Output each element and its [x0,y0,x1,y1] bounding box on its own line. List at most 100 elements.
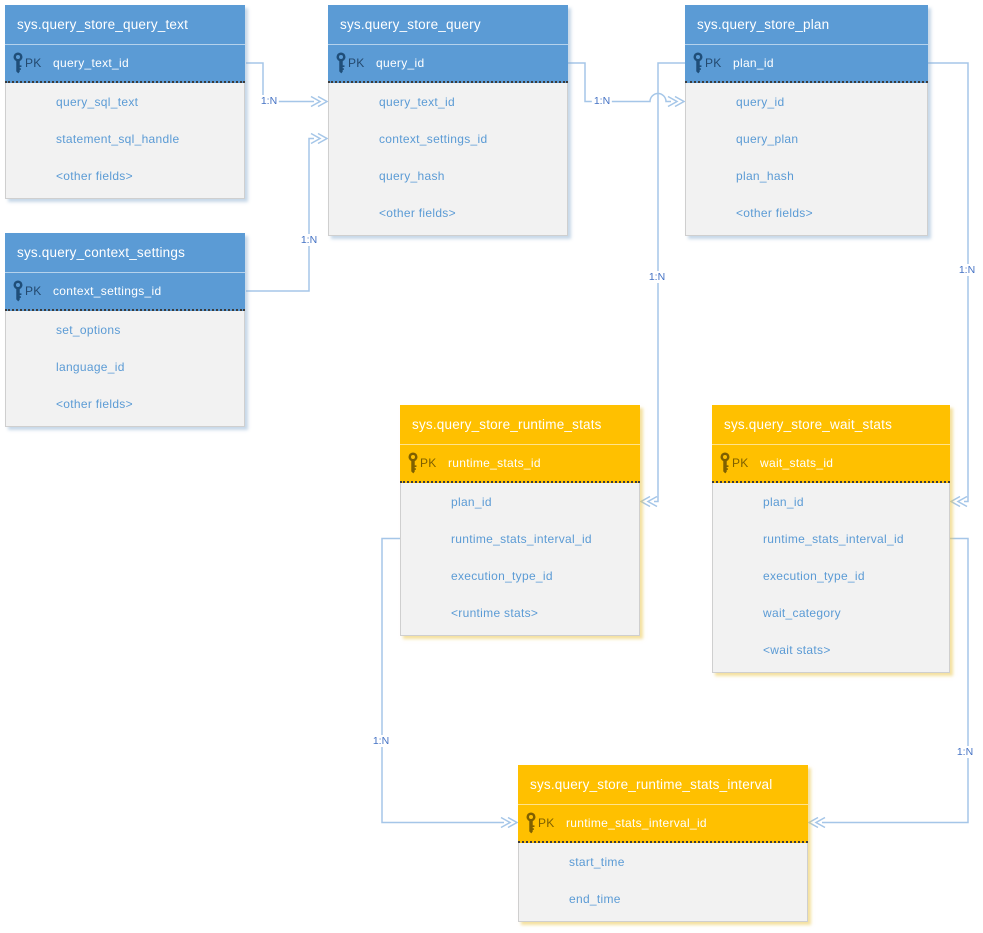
pk-row[interactable]: PK runtime_stats_interval_id [518,804,808,843]
primary-key-icon [12,279,25,303]
field-name: query_text_id [379,94,455,109]
connector-contextsettings-to-query [246,132,329,292]
multiplicity-label: 1:N [298,234,320,246]
field-list: start_time end_time [518,843,808,922]
field-list: query_id query_plan plan_hash <other fie… [685,83,928,236]
pk-row[interactable]: PK wait_stats_id [712,444,950,483]
table-header: sys.query_store_plan [685,5,928,44]
field-row[interactable]: query_plan [686,120,927,157]
field-row[interactable]: <other fields> [686,194,927,231]
field-name: <other fields> [379,205,456,220]
field-row[interactable]: set_options [6,311,244,348]
field-name: <other fields> [56,168,133,183]
field-name: wait_category [763,605,841,620]
pk-field-name: query_id [376,56,425,70]
field-row[interactable]: execution_type_id [401,557,639,594]
field-row[interactable]: <other fields> [6,385,244,422]
field-list: query_sql_text statement_sql_handle <oth… [5,83,245,199]
field-row[interactable]: <runtime stats> [401,594,639,631]
connector-plan-to-waitstats [928,62,969,508]
entity-query-store-query-text[interactable]: sys.query_store_query_text PK query_text… [5,5,245,199]
field-name: query_sql_text [56,94,139,109]
field-name: <other fields> [736,205,813,220]
field-name: language_id [56,359,125,374]
field-row[interactable]: query_text_id [329,83,567,120]
pk-row[interactable]: PK query_text_id [5,44,245,83]
field-name: statement_sql_handle [56,131,180,146]
field-row[interactable]: plan_hash [686,157,927,194]
pk-field-name: context_settings_id [53,284,162,298]
field-row[interactable]: runtime_stats_interval_id [713,520,949,557]
multiplicity-label: 1:N [954,746,976,758]
primary-key-icon [692,51,705,75]
field-row[interactable]: end_time [519,880,807,917]
pk-row[interactable]: PK plan_id [685,44,928,83]
field-row[interactable]: start_time [519,843,807,880]
multiplicity-label: 1:N [370,735,392,747]
field-name: execution_type_id [451,568,553,583]
multiplicity-label: 1:N [591,95,613,107]
field-list: set_options language_id <other fields> [5,311,245,427]
field-name: runtime_stats_interval_id [451,531,592,546]
pk-badge: PK [25,56,42,70]
table-header: sys.query_store_query [328,5,568,44]
pk-badge: PK [705,56,722,70]
table-title: sys.query_store_runtime_stats_interval [530,777,773,792]
primary-key-icon [12,51,25,75]
table-title: sys.query_store_plan [697,17,830,32]
connector-querytext-to-query [246,62,329,108]
pk-field-name: wait_stats_id [760,456,834,470]
entity-query-store-query[interactable]: sys.query_store_query PK query_id query_… [328,5,568,236]
field-name: runtime_stats_interval_id [763,531,904,546]
field-name: context_settings_id [379,131,488,146]
field-row[interactable]: query_hash [329,157,567,194]
field-row[interactable]: execution_type_id [713,557,949,594]
field-row[interactable]: <other fields> [6,157,244,194]
field-name: query_id [736,94,785,109]
field-row[interactable]: <other fields> [329,194,567,231]
pk-field-name: plan_id [733,56,774,70]
field-name: query_hash [379,168,445,183]
multiplicity-label: 1:N [956,264,978,276]
entity-query-store-runtime-stats-interval[interactable]: sys.query_store_runtime_stats_interval P… [518,765,808,922]
entity-query-store-plan[interactable]: sys.query_store_plan PK plan_id query_id… [685,5,928,236]
pk-field-name: runtime_stats_id [448,456,541,470]
table-header: sys.query_store_runtime_stats_interval [518,765,808,804]
field-row[interactable]: language_id [6,348,244,385]
field-row[interactable]: context_settings_id [329,120,567,157]
entity-query-context-settings[interactable]: sys.query_context_settings PK context_se… [5,233,245,427]
table-title: sys.query_store_query_text [17,17,189,32]
field-name: plan_id [763,494,804,509]
pk-row[interactable]: PK query_id [328,44,568,83]
table-title: sys.query_store_query [340,17,481,32]
field-row[interactable]: statement_sql_handle [6,120,244,157]
field-list: query_text_id context_settings_id query_… [328,83,568,236]
table-header: sys.query_store_runtime_stats [400,405,640,444]
field-name: execution_type_id [763,568,865,583]
field-name: set_options [56,322,121,337]
entity-query-store-runtime-stats[interactable]: sys.query_store_runtime_stats PK runtime… [400,405,640,636]
field-row[interactable]: wait_category [713,594,949,631]
primary-key-icon [525,811,538,835]
pk-row[interactable]: PK runtime_stats_id [400,444,640,483]
field-row[interactable]: query_id [686,83,927,120]
field-row[interactable]: query_sql_text [6,83,244,120]
primary-key-icon [335,51,348,75]
field-row[interactable]: runtime_stats_interval_id [401,520,639,557]
pk-field-name: runtime_stats_interval_id [566,816,707,830]
pk-badge: PK [25,284,42,298]
multiplicity-label: 1:N [646,271,668,283]
field-row[interactable]: plan_id [713,483,949,520]
field-name: plan_hash [736,168,795,183]
entity-query-store-wait-stats[interactable]: sys.query_store_wait_stats PK wait_stats… [712,405,950,673]
field-row[interactable]: plan_id [401,483,639,520]
table-header: sys.query_context_settings [5,233,245,272]
field-row[interactable]: <wait stats> [713,631,949,668]
pk-row[interactable]: PK context_settings_id [5,272,245,311]
primary-key-icon [719,451,732,475]
field-name: <wait stats> [763,642,831,657]
multiplicity-label: 1:N [258,95,280,107]
table-title: sys.query_store_runtime_stats [412,417,602,432]
